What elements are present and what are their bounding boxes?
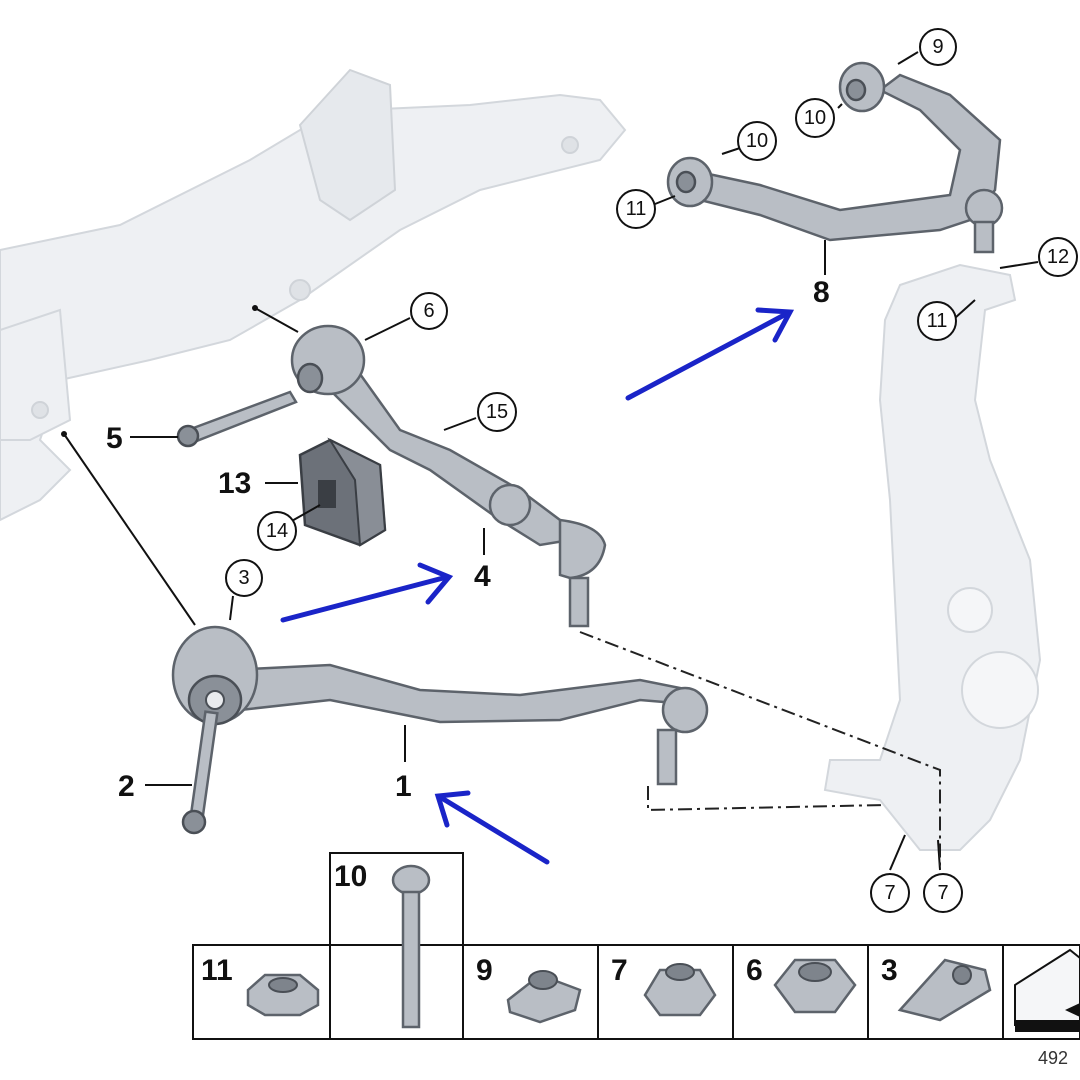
- svg-text:11: 11: [201, 954, 233, 987]
- callout-3: 3: [225, 559, 263, 597]
- callout-12: 12: [1038, 237, 1078, 277]
- svg-text:12: 12: [1047, 246, 1069, 268]
- leader-lines: [61, 51, 1039, 871]
- svg-text:10: 10: [804, 107, 826, 129]
- legend-item-10: 10: [334, 860, 431, 1029]
- callout-13: 13: [218, 467, 251, 500]
- svg-text:15: 15: [486, 401, 508, 423]
- callout-6: 6: [410, 292, 448, 330]
- svg-text:3: 3: [238, 567, 249, 589]
- callout-5: 5: [106, 422, 123, 455]
- tension-strut-4: [290, 324, 607, 628]
- callout-15: 15: [477, 392, 517, 432]
- assembly-lines: [579, 631, 941, 870]
- callout-14: 14: [257, 511, 297, 551]
- callout-11-knuckle: 11: [917, 301, 957, 341]
- callout-4: 4: [474, 560, 491, 593]
- svg-text:3: 3: [881, 954, 898, 987]
- legend-item-6: 6: [746, 954, 857, 1014]
- callout-10-top: 10: [795, 98, 835, 138]
- svg-text:10: 10: [746, 130, 768, 152]
- callout-10-left: 10: [737, 121, 777, 161]
- svg-text:7: 7: [611, 954, 628, 987]
- callout-11-upper: 11: [616, 189, 656, 229]
- direction-icon: [1014, 948, 1080, 1032]
- svg-text:7: 7: [884, 882, 895, 904]
- callout-2: 2: [118, 770, 135, 803]
- subframe-ghost: [0, 68, 627, 522]
- svg-text:11: 11: [626, 198, 647, 220]
- svg-text:9: 9: [932, 36, 943, 58]
- callout-8: 8: [813, 276, 830, 309]
- buffer-13: [298, 437, 387, 547]
- bolt-2: [181, 710, 219, 835]
- svg-text:6: 6: [746, 954, 763, 987]
- figure-number: 492: [1038, 1048, 1068, 1068]
- svg-text:6: 6: [423, 300, 434, 322]
- steering-knuckle-ghost: [823, 263, 1042, 851]
- legend-item-9: 9: [476, 954, 582, 1024]
- svg-text:9: 9: [476, 954, 493, 987]
- upper-control-arm-8: [666, 61, 1004, 254]
- bolt-5: [176, 390, 298, 448]
- callout-7-left: 7: [870, 873, 910, 913]
- blue-arrows: [280, 307, 795, 865]
- legend-item-11: 11: [201, 954, 320, 1017]
- legend-item-7: 7: [611, 954, 717, 1017]
- callout-1: 1: [395, 770, 412, 803]
- svg-text:10: 10: [334, 860, 367, 893]
- svg-text:11: 11: [927, 310, 948, 332]
- callout-9: 9: [919, 28, 957, 66]
- callout-7-right: 7: [923, 873, 963, 913]
- svg-text:14: 14: [266, 520, 288, 542]
- wishbone-1: [171, 625, 709, 786]
- fastener-legend: 11 10 9 7 6 3: [192, 852, 1080, 1040]
- svg-text:7: 7: [937, 882, 948, 904]
- legend-item-3: 3: [881, 954, 992, 1022]
